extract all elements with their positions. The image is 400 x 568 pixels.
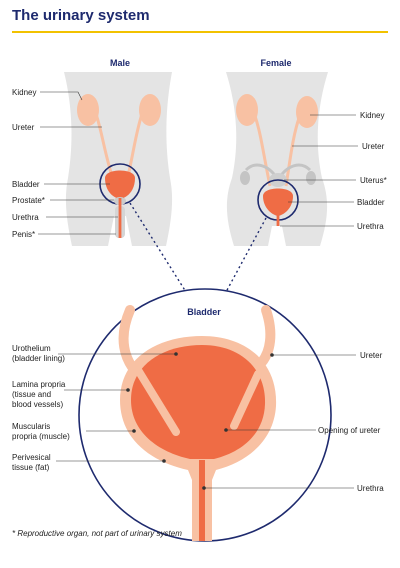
female-urethra: [276, 214, 280, 226]
title-underline: [12, 31, 388, 33]
page-title: The urinary system: [12, 7, 150, 24]
male-left-kidney: [77, 94, 99, 126]
left-ureter-inner: [134, 366, 180, 436]
label-urothelium-line-2: (bladder lining): [12, 354, 65, 363]
male-label-ureter: Ureter: [12, 123, 35, 132]
male-label-bladder: Bladder: [12, 180, 40, 189]
urothelium-dot: [174, 352, 178, 356]
detail-urethra-dot: [202, 486, 206, 490]
muscularis-dot: [132, 429, 136, 433]
male-right-ureter: [126, 113, 144, 177]
male-heading: Male: [110, 58, 130, 68]
bladder-lining: [131, 345, 266, 459]
label-perivesical-line-1: Perivesical: [12, 453, 51, 462]
female-heading: Female: [260, 58, 291, 68]
male-right-kidney: [139, 94, 161, 126]
detail-label-urethra: Urethra: [357, 484, 384, 493]
male-kidney-leader: [40, 91, 83, 101]
female-label-urethra: Urethra: [357, 222, 384, 231]
perivesical-dot: [162, 459, 166, 463]
male-bladder: [105, 170, 135, 199]
label-urothelium-line-1: Urothelium: [12, 344, 51, 353]
label-muscularis-line-2: propria (muscle): [12, 432, 70, 441]
female-zoom-connector: [225, 217, 267, 293]
right-ureter-inner: [230, 370, 262, 430]
detail-ureter-dot: [270, 353, 274, 357]
bladder-detail-heading: Bladder: [187, 307, 221, 317]
female-left-ureter: [253, 115, 272, 187]
detail-label-ureter: Ureter: [360, 351, 383, 360]
female-label-uterus: Uterus*: [360, 176, 387, 185]
label-lamina-propria-line-3: blood vessels): [12, 400, 63, 409]
male-label-penis: Penis*: [12, 230, 35, 239]
opening-ureter-dot: [224, 428, 228, 432]
male-label-prostate: Prostate*: [12, 196, 45, 205]
male-label-urethra: Urethra: [12, 213, 39, 222]
label-muscularis: Muscularis propria (muscle): [12, 422, 70, 441]
label-lamina-propria: Lamina propria (tissue and blood vessels…: [12, 380, 68, 409]
label-lamina-propria-line-1: Lamina propria: [12, 380, 66, 389]
female-figure: [226, 72, 358, 246]
male-urethra: [118, 198, 122, 238]
male-label-kidney: Kidney: [12, 88, 36, 97]
label-perivesical: Perivesical tissue (fat): [12, 453, 53, 472]
female-left-ovary: [240, 171, 250, 185]
male-left-ureter: [94, 113, 114, 177]
label-perivesical-line-2: tissue (fat): [12, 463, 50, 472]
right-ureter-tube: [257, 305, 276, 367]
female-right-ovary: [306, 171, 316, 185]
female-left-kidney: [236, 94, 258, 126]
female-bladder: [263, 188, 293, 216]
female-label-ureter: Ureter: [362, 142, 385, 151]
male-figure: [38, 72, 173, 246]
bladder-detail: [56, 288, 356, 542]
detail-label-opening-ureter: Opening of ureter: [318, 426, 381, 435]
female-right-kidney: [296, 96, 318, 128]
female-right-ureter: [284, 117, 301, 187]
label-lamina-propria-line-2: (tissue and: [12, 390, 51, 399]
female-label-kidney: Kidney: [360, 111, 384, 120]
urethra-channel: [199, 460, 205, 541]
label-urothelium: Urothelium (bladder lining): [12, 344, 65, 363]
female-label-bladder: Bladder: [357, 198, 385, 207]
footnote: * Reproductive organ, not part of urinar…: [12, 529, 182, 538]
lamina-propria-dot: [126, 388, 130, 392]
label-muscularis-line-1: Muscularis: [12, 422, 50, 431]
